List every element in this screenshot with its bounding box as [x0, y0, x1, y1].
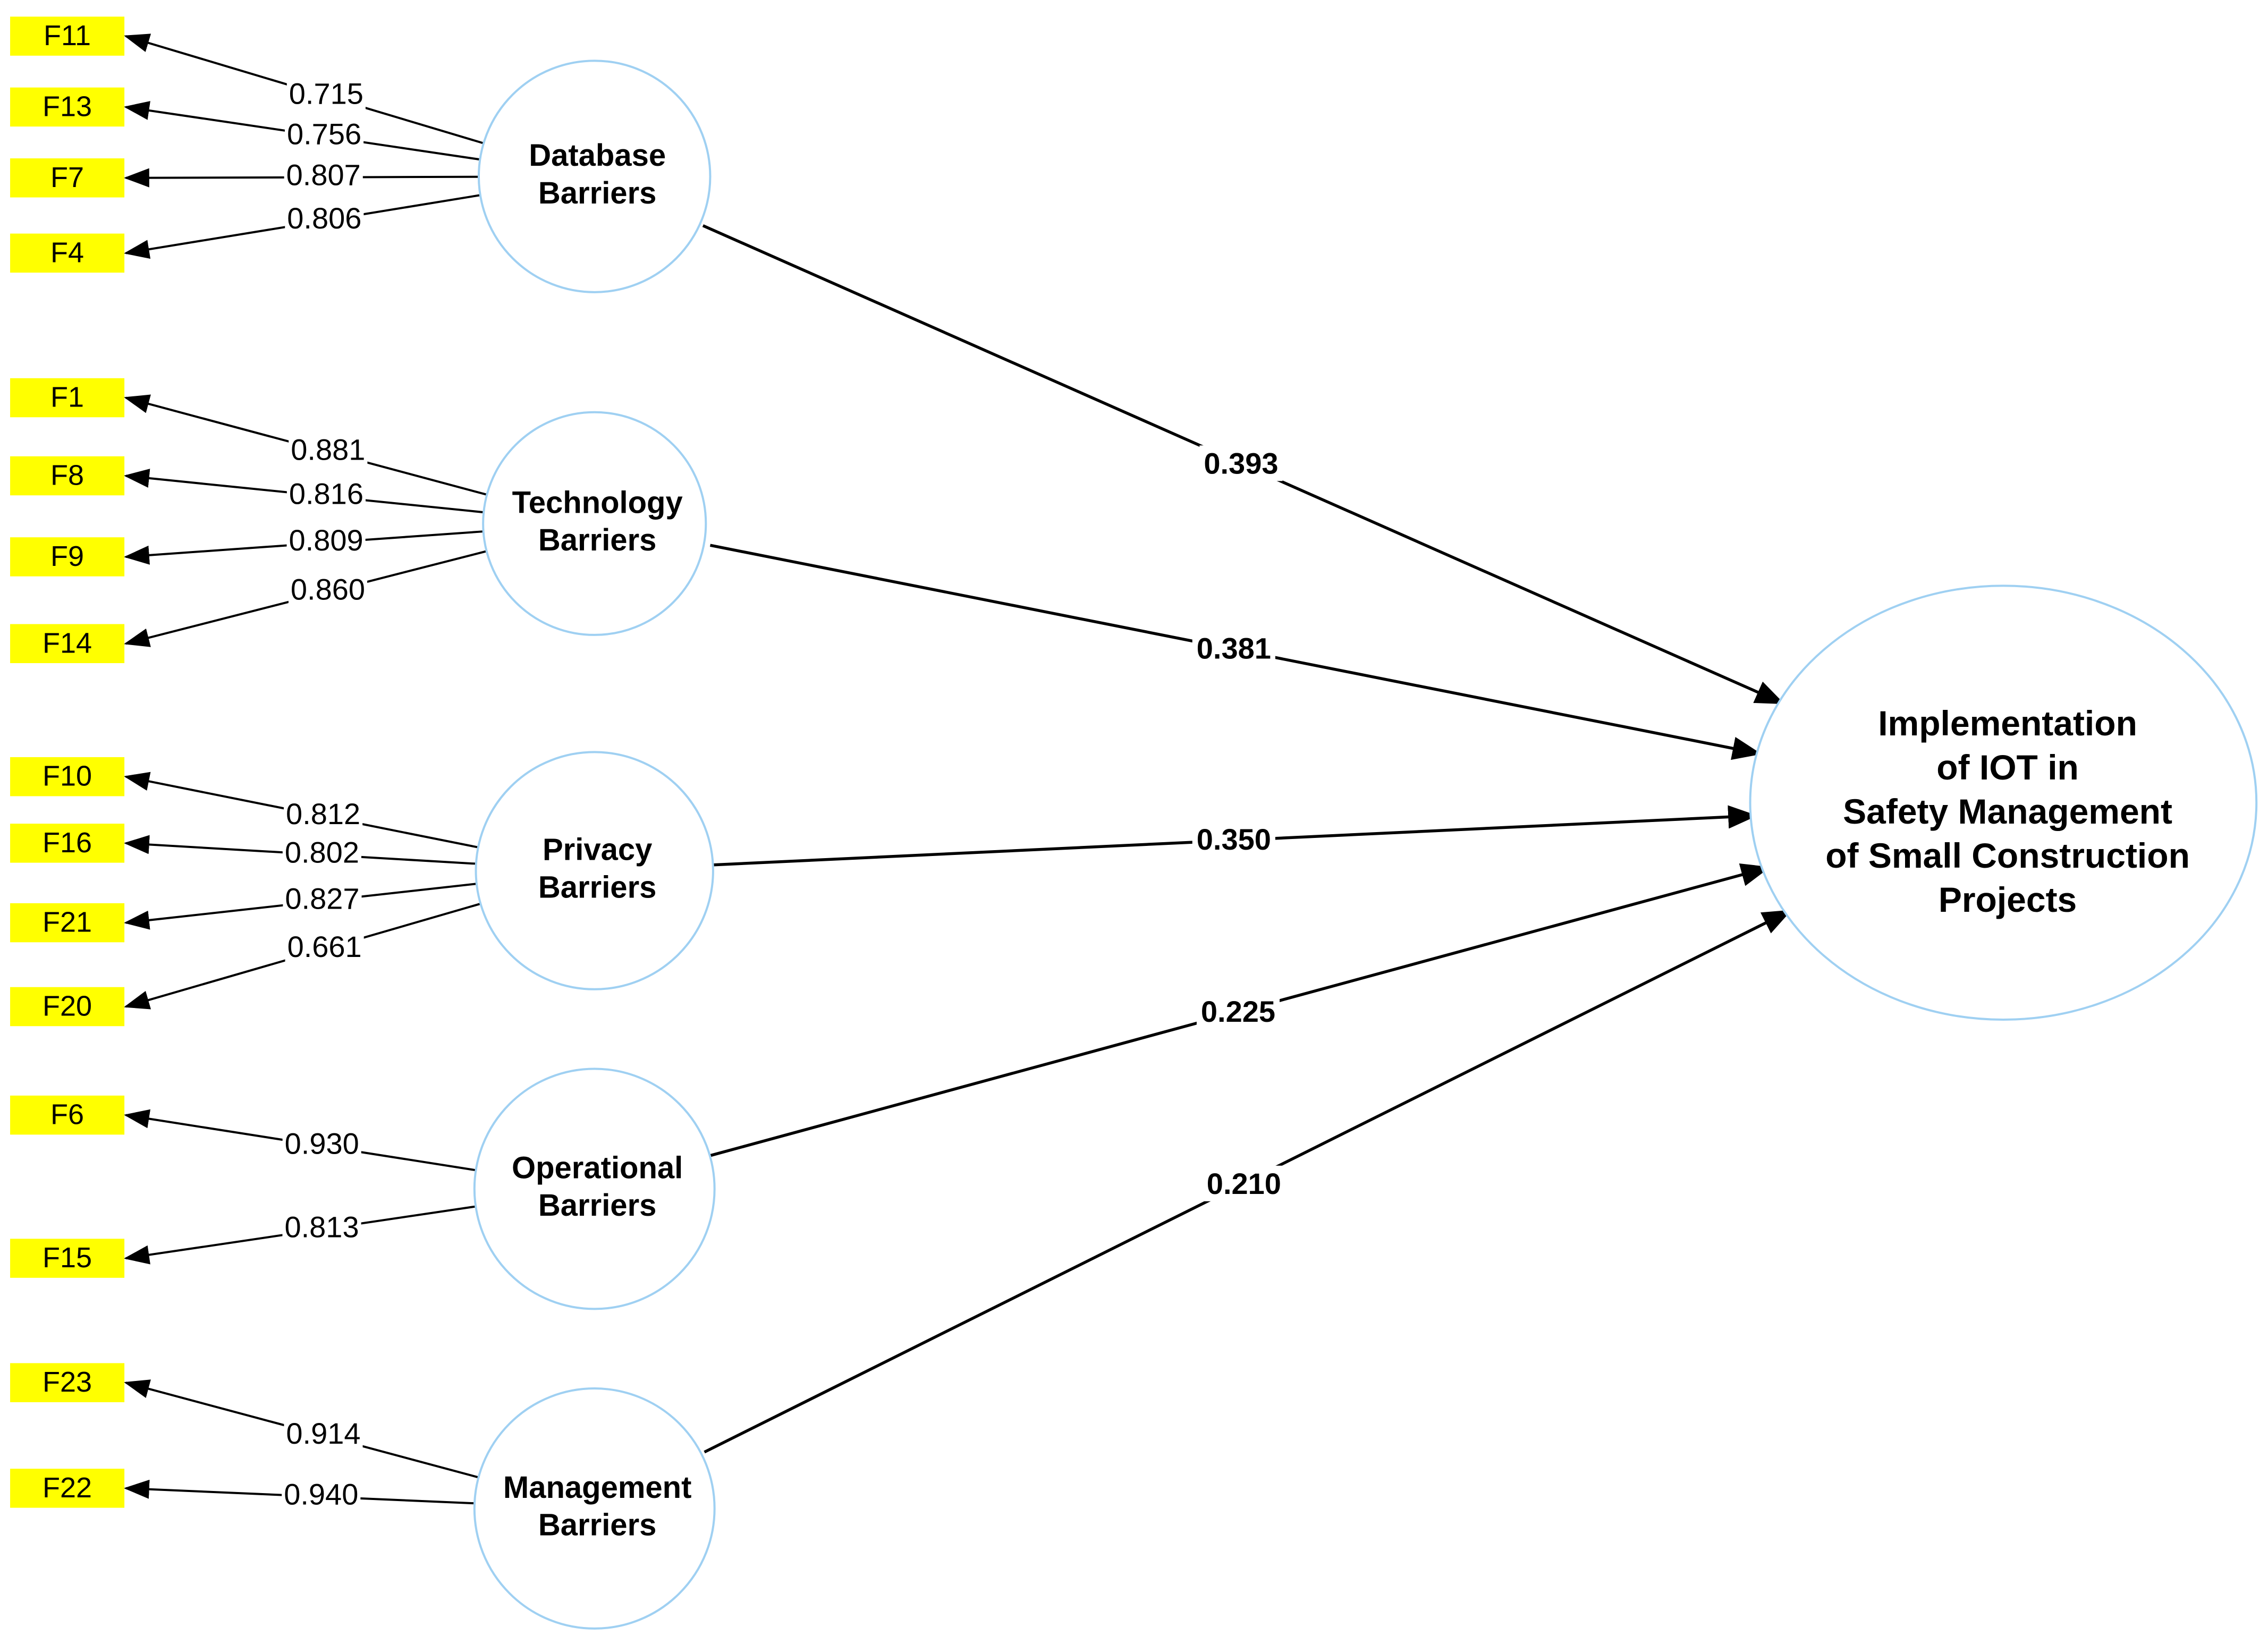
indicator-box-f6 — [10, 1095, 125, 1135]
path-coefficient-background — [1202, 1165, 1285, 1201]
path-coefficient-technology: 0.381 — [1197, 632, 1271, 665]
loading-value-background — [286, 76, 366, 111]
indicator-box-f10 — [10, 757, 125, 796]
loading-value-f23: 0.914 — [286, 1417, 360, 1450]
outcome-ellipse — [1749, 584, 2258, 1021]
loading-value-f8: 0.816 — [289, 477, 363, 511]
indicator-box-f7 — [10, 158, 125, 198]
loading-value-f13: 0.756 — [287, 117, 361, 151]
indicator-box-f22 — [10, 1469, 125, 1508]
loading-value-f15: 0.813 — [284, 1210, 359, 1243]
indicator-label-f13: F13 — [43, 90, 92, 122]
indicator-box-f13 — [10, 87, 125, 127]
loading-value-f11: 0.715 — [289, 77, 363, 111]
latent-privacy-label-line: Privacy — [543, 833, 652, 867]
loading-value-background — [285, 929, 364, 964]
latent-technology-label-line: Barriers — [538, 523, 656, 557]
latent-database-label-line: Database — [529, 138, 666, 173]
path-coefficient-privacy: 0.350 — [1197, 823, 1271, 856]
loading-value-f20: 0.661 — [287, 930, 362, 963]
indicator-box-f21 — [10, 903, 125, 943]
indicator-label-f4: F4 — [50, 236, 84, 268]
indicator-label-f8: F8 — [50, 460, 84, 491]
loading-value-background — [284, 1416, 363, 1451]
indicator-label-f11: F11 — [44, 20, 91, 52]
latent-operational-label-line: Operational — [512, 1150, 683, 1185]
latent-technology-circle — [482, 411, 707, 636]
path-coefficient-database: 0.393 — [1204, 446, 1278, 480]
indicator-box-f16 — [10, 824, 125, 863]
loading-value-background — [284, 116, 364, 151]
indicator-box-f8 — [10, 456, 125, 496]
latent-privacy-circle — [475, 751, 714, 990]
loading-value-background — [284, 157, 363, 192]
loading-value-f1: 0.881 — [291, 433, 365, 467]
indicator-box-f11 — [10, 16, 125, 56]
latent-operational-label-line: Barriers — [538, 1188, 656, 1223]
loading-value-background — [286, 476, 366, 511]
latent-privacy-label-line: Barriers — [538, 870, 656, 904]
loading-value-background — [285, 201, 364, 236]
path-coefficient-management: 0.210 — [1207, 1167, 1281, 1200]
latent-management-circle — [473, 1387, 716, 1630]
loading-value-f16: 0.802 — [285, 835, 359, 869]
latent-management-label-line: Management — [503, 1470, 692, 1505]
indicator-label-f6: F6 — [50, 1099, 84, 1131]
outcome-label-line: Safety Management — [1843, 792, 2172, 831]
loading-value-background — [282, 1477, 361, 1512]
indicator-label-f21: F21 — [43, 906, 92, 938]
outcome-label-line: of IOT in — [1936, 748, 2079, 787]
loading-value-background — [282, 835, 361, 870]
loading-value-background — [282, 1209, 361, 1244]
indicator-label-f9: F9 — [50, 540, 84, 572]
path-coefficient-background — [1199, 445, 1283, 481]
loading-value-f10: 0.812 — [286, 797, 360, 831]
outcome-label-line: Projects — [1939, 880, 2077, 919]
indicator-box-f20 — [10, 987, 125, 1027]
path-coefficient-operational: 0.225 — [1201, 995, 1275, 1028]
loading-value-background — [283, 881, 362, 916]
indicator-label-f16: F16 — [43, 827, 92, 859]
latent-operational-circle — [473, 1067, 716, 1310]
latent-management-label-line: Barriers — [538, 1508, 656, 1543]
indicator-label-f22: F22 — [43, 1472, 92, 1504]
indicator-label-f23: F23 — [43, 1366, 92, 1398]
loading-value-background — [289, 432, 368, 467]
loading-value-f6: 0.930 — [285, 1126, 359, 1160]
latent-technology-label-line: Technology — [512, 485, 683, 520]
indicator-label-f20: F20 — [43, 990, 92, 1022]
loading-value-background — [288, 572, 368, 607]
outcome-label-line: Implementation — [1878, 704, 2137, 743]
loading-value-background — [282, 1126, 361, 1161]
loading-value-f22: 0.940 — [284, 1478, 358, 1511]
indicator-box-f1 — [10, 378, 125, 418]
loading-value-f21: 0.827 — [285, 882, 359, 915]
loading-value-f14: 0.860 — [291, 573, 365, 606]
loading-value-background — [284, 796, 363, 831]
indicator-label-f1: F1 — [50, 382, 84, 413]
indicator-box-f14 — [10, 624, 125, 664]
indicator-label-f10: F10 — [43, 760, 92, 792]
path-coefficient-background — [1192, 821, 1275, 857]
path-coefficient-background — [1192, 630, 1275, 666]
indicator-box-f4 — [10, 233, 125, 273]
loading-value-f9: 0.809 — [289, 523, 363, 557]
outcome-label-line: of Small Construction — [1825, 836, 2190, 875]
indicator-label-f14: F14 — [43, 627, 92, 659]
indicator-box-f15 — [10, 1239, 125, 1278]
latent-database-circle — [477, 60, 712, 293]
indicator-label-f15: F15 — [43, 1242, 92, 1274]
indicator-box-f9 — [10, 537, 125, 577]
loading-value-f7: 0.807 — [286, 158, 361, 191]
indicator-box-f23 — [10, 1363, 125, 1402]
loading-value-f4: 0.806 — [287, 201, 361, 235]
loading-value-background — [286, 522, 366, 557]
latent-database-label-line: Barriers — [538, 176, 656, 210]
path-coefficient-background — [1196, 993, 1280, 1029]
indicator-label-f7: F7 — [50, 162, 84, 193]
